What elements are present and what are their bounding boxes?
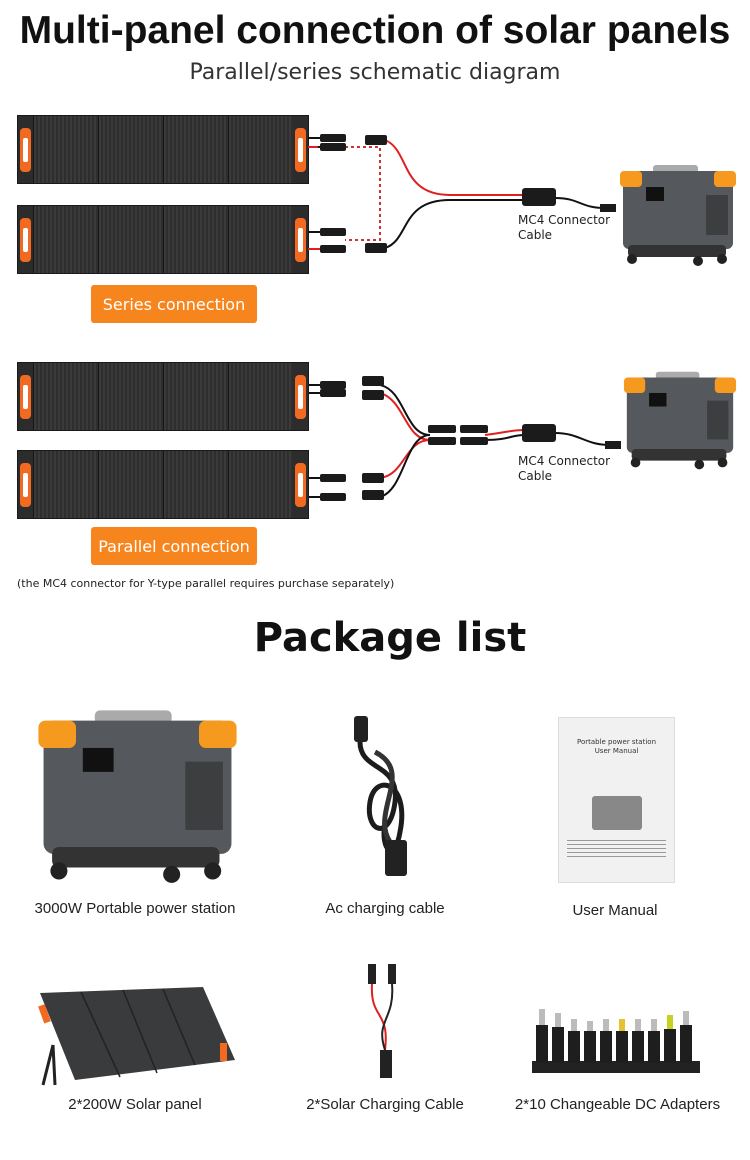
wiring-diagram [308,134,621,501]
item-caption: 2*Solar Charging Cable [306,1096,464,1113]
power-station-image [623,371,737,470]
solar-panel [17,450,309,519]
cable-label-line: MC4 Connector [518,454,611,468]
cable-label-line: MC4 Connector [518,213,611,227]
solar-charging-cable-image [368,964,396,1078]
dc-adapters-image [532,1009,700,1073]
parallel-connection-label: Parallel connection [91,527,257,565]
item-caption: 2*200W Solar panel [68,1096,202,1113]
user-manual-image: Portable power station User Manual [558,717,675,883]
parallel-note: (the MC4 connector for Y-type parallel r… [17,577,395,590]
item-caption: 3000W Portable power station [34,900,236,917]
item-caption: User Manual [572,902,658,919]
item-caption: Ac charging cable [325,900,445,917]
cable-label-line: Cable [518,469,553,483]
power-station-product-image [38,710,237,883]
ac-cable-image [354,716,407,876]
power-station-image [620,165,736,266]
solar-panel [17,115,309,184]
page-title: Multi-panel connection of solar panels [19,9,731,52]
page-subtitle: Parallel/series schematic diagram [189,60,561,85]
cable-label-line: Cable [518,228,553,242]
manual-cover-title: User Manual [594,747,639,755]
manual-cover-title: Portable power station [576,738,657,746]
series-connection-label: Series connection [91,285,257,323]
package-list-title: Package list [253,615,527,661]
item-caption: 2*10 Changeable DC Adapters [514,1096,721,1113]
solar-panel [17,362,309,431]
solar-panel [17,205,309,274]
solar-panel-product-image [38,987,235,1086]
